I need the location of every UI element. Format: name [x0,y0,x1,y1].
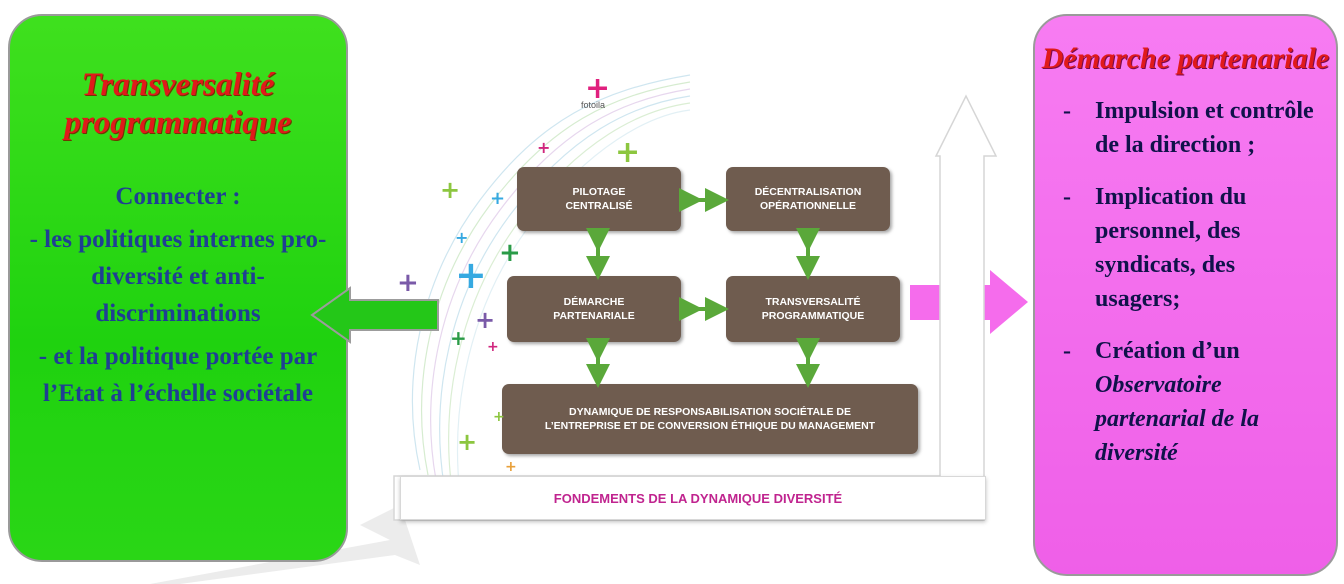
dash-bullet: - [1063,338,1071,364]
dash-bullet: - [1063,98,1071,124]
green-left-arrow [310,286,439,344]
right-list-item: - Implication du personnel, des syndicat… [1035,180,1336,316]
right-list-item: - Impulsion et contrôle de la direction … [1035,94,1336,162]
box-pilotage-centralise: PILOTAGE CENTRALISÉ [517,167,681,231]
box-dynamique-responsabilisation: DYNAMIQUE DE RESPONSABILISATION SOCIÉTAL… [502,384,918,454]
plus-decoration-icon: + [475,306,496,334]
right-item-text: Création d’un [1095,338,1240,364]
fondements-bar: FONDEMENTS DE LA DYNAMIQUE DIVERSITÉ [400,476,986,520]
right-panel-demarche: Démarche partenariale - Impulsion et con… [1033,14,1338,576]
right-panel-list: - Impulsion et contrôle de la direction … [1035,94,1336,470]
plus-decoration-icon: + [493,409,505,425]
box-label: TRANSVERSALITÉ PROGRAMMATIQUE [761,296,865,322]
plus-decoration-icon: + [487,339,499,355]
plus-decoration-icon: + [397,268,419,298]
plus-decoration-icon: + [450,326,467,350]
connector-arrows [586,188,820,388]
box-transversalite-programmatique: TRANSVERSALITÉ PROGRAMMATIQUE [726,276,900,342]
right-panel-title: Démarche partenariale [1041,42,1330,75]
fotolia-logo: + fotoila [581,74,621,118]
right-list-item: - Création d’un Observatoire partenarial… [1035,334,1336,470]
fondements-label: FONDEMENTS DE LA DYNAMIQUE DIVERSITÉ [553,490,843,506]
left-panel-transversalite: Transversalité programmatique Connecter … [8,14,348,562]
right-item-text: Implication du personnel, des syndicats,… [1095,184,1247,312]
box-decentralisation-operationnelle: DÉCENTRALISATION OPÉRATIONNELLE [726,167,890,231]
connecter-label: Connecter : [115,183,241,210]
plus-decoration-icon: + [455,228,469,247]
right-item-italic-text: Observatoire partenarial de la diversité [1095,372,1260,466]
box-label: PILOTAGE CENTRALISÉ [565,186,633,212]
plus-decoration-icon: + [440,176,461,204]
plus-decoration-icon: + [490,188,506,209]
left-bullet-2: - et la politique portée par l’Etat à l’… [38,343,318,407]
logo-text: fotoila [581,100,606,110]
dash-bullet: - [1063,184,1071,210]
plus-decoration-icon: + [615,135,641,170]
box-demarche-partenariale: DÉMARCHE PARTENARIALE [507,276,681,342]
left-bullet-1: - les politiques internes pro-diversité … [29,226,327,327]
plus-decoration-icon: + [537,138,551,157]
diagram-center: + fotoila PILOTAGE CENTRALISÉ DÉCENTRALI… [395,70,995,530]
plus-decoration-icon: + [457,428,478,456]
plus-decoration-icon: + [505,459,517,475]
box-label: DÉCENTRALISATION OPÉRATIONNELLE [754,186,862,212]
left-panel-title: Transversalité programmatique [64,67,292,141]
logo-plus-icon: + [585,71,611,106]
grey-arrow-decoration [150,505,420,584]
plus-decoration-icon: + [499,238,521,268]
box-label: DYNAMIQUE DE RESPONSABILISATION SOCIÉTAL… [544,406,876,432]
box-label: DÉMARCHE PARTENARIALE [553,296,635,322]
plus-decoration-icon: + [455,253,487,297]
right-item-text: Impulsion et contrôle de la direction ; [1095,98,1314,158]
